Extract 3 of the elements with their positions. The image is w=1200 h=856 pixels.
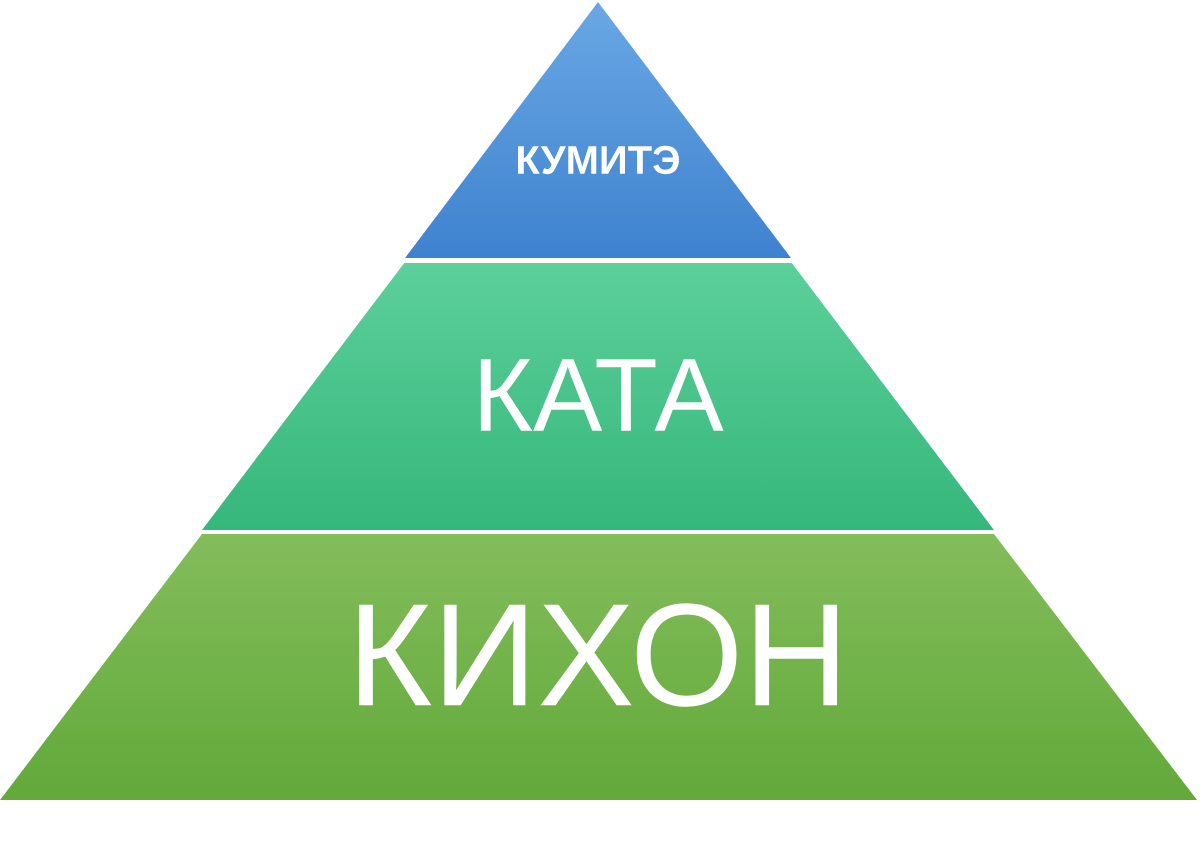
pyramid-level: КУМИТЭ	[518, 145, 679, 175]
pyramid-level: КАТА	[480, 359, 724, 431]
pyramid-level: КИХОН	[359, 603, 837, 707]
